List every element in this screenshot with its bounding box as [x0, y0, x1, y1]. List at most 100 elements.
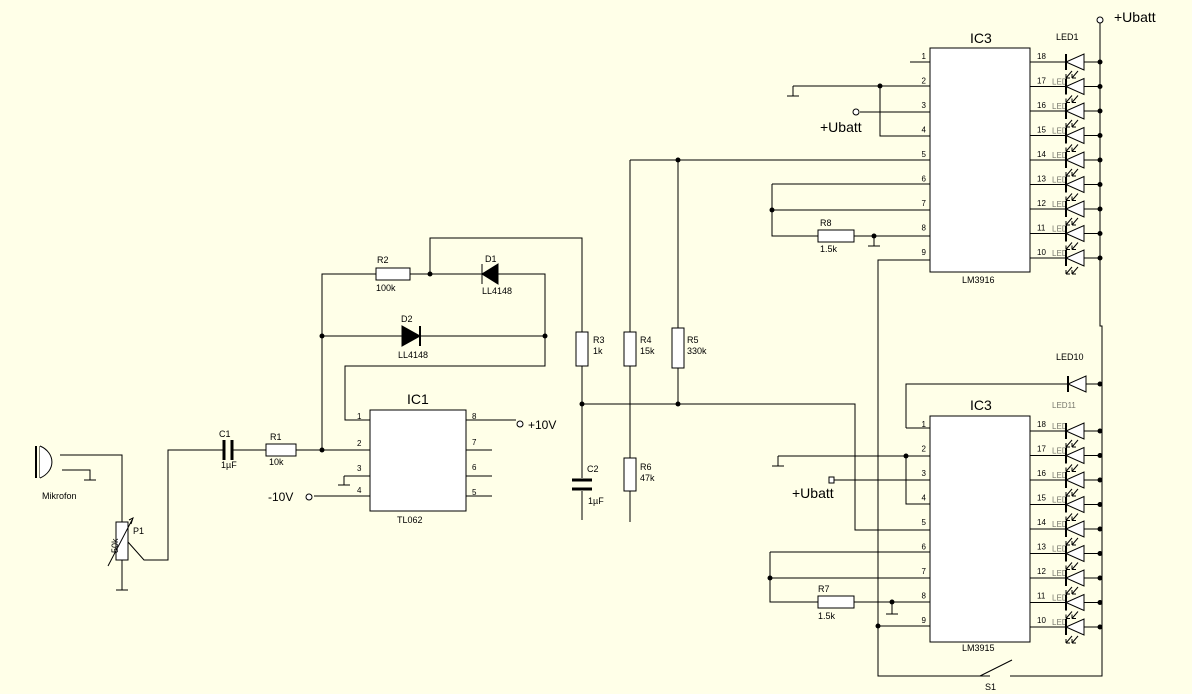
bottom-led-1: LED — [1030, 422, 1103, 448]
ic3-top-pin-2: 2 — [922, 77, 927, 86]
bottom-led-label-1: LED — [1052, 422, 1068, 431]
bottom-led-5: LED — [1030, 520, 1103, 546]
ic3-top-chip — [769, 47, 1031, 677]
r2-label: R2 — [377, 255, 389, 265]
top-led-6: LED — [1030, 176, 1103, 201]
ic3-bottom-pin-9: 9 — [922, 616, 927, 625]
c2-label: C2 — [587, 464, 599, 474]
bottom-led-label-5: LED — [1052, 520, 1068, 529]
ic3-top-type: LM3916 — [962, 275, 995, 285]
top-led-label-6: LED — [1052, 176, 1068, 185]
ic3-bottom-pin-18: 18 — [1037, 420, 1046, 429]
bottom-led-label-4: LED — [1052, 496, 1068, 505]
ic3-top-pin-8: 8 — [922, 224, 927, 233]
ic3-top-pin-14: 14 — [1037, 150, 1046, 159]
p1-value: 50k — [110, 538, 120, 553]
p1-label: P1 — [133, 526, 144, 536]
ic3-bottom-pin-17: 17 — [1037, 445, 1046, 454]
top-led-label-3: LED — [1052, 102, 1068, 111]
ic1-type: TL062 — [397, 515, 423, 525]
ic3-bottom-pin-2: 2 — [922, 445, 927, 454]
bottom-led-8: LED — [1030, 594, 1103, 619]
r3-label: R3 — [593, 335, 605, 345]
ic3-top-pin-1: 1 — [922, 52, 927, 61]
ic3-bottom-pin-6: 6 — [922, 543, 927, 552]
led11-label: LED11 — [1052, 401, 1076, 410]
bottom-led-2: LED — [1030, 447, 1103, 472]
supply-rail — [979, 16, 1104, 677]
c1-value: 1µF — [221, 460, 237, 470]
s1-label: S1 — [985, 682, 996, 692]
filter-network — [572, 157, 930, 531]
bottom-led-label-2: LED — [1052, 447, 1068, 456]
ic1-name: IC1 — [407, 391, 429, 407]
ic1-pin-8: 8 — [472, 412, 477, 421]
ic3-top-pin-3: 3 — [922, 101, 927, 110]
d1-label: D1 — [485, 254, 497, 264]
plus10v-label: +10V — [528, 418, 556, 432]
r1-label: R1 — [270, 432, 282, 442]
bottom-led-label-3: LED — [1052, 471, 1068, 480]
ic1-chip — [305, 409, 524, 512]
d2-value: LL4148 — [398, 350, 428, 360]
ic3-top-pin-6: 6 — [922, 175, 927, 184]
top-led-label-4: LED — [1052, 127, 1068, 136]
ic3-top-pin-5: 5 — [922, 150, 927, 159]
c2-value: 1µF — [588, 496, 604, 506]
ic3-top-pin-17: 17 — [1037, 77, 1046, 86]
r1-value: 10k — [269, 457, 284, 467]
top-led-8: LED — [1030, 225, 1103, 250]
ic1-pin-1: 1 — [357, 412, 362, 421]
minus10v-label: -10V — [268, 490, 293, 504]
ic3-bottom-pin-13: 13 — [1037, 543, 1046, 552]
ic3-top-pin-10: 10 — [1037, 248, 1046, 257]
ic3-top-pin-18: 18 — [1037, 52, 1046, 61]
ubatt-label-mid-bottom: +Ubatt — [792, 485, 834, 501]
led10-label: LED10 — [1056, 352, 1084, 362]
r5-value: 330k — [687, 346, 707, 356]
led10: LED11 — [1052, 375, 1103, 410]
c1-label: C1 — [219, 429, 231, 439]
top-led-2: LED — [1030, 78, 1103, 103]
ic3-top-pin-15: 15 — [1037, 126, 1046, 135]
ic1-pin-5: 5 — [472, 488, 477, 497]
r8-label: R8 — [820, 218, 832, 228]
top-led-4: LED — [1030, 127, 1103, 152]
r5-label: R5 — [687, 335, 699, 345]
r4-label: R4 — [640, 335, 652, 345]
led1-label: LED1 — [1056, 32, 1079, 42]
capacitor-c1 — [215, 440, 266, 460]
ic3-top-pin-11: 11 — [1037, 224, 1046, 233]
top-led-label-8: LED — [1052, 225, 1068, 234]
ic3-bottom-pin-4: 4 — [922, 494, 927, 503]
ic1-pin-3: 3 — [357, 464, 362, 473]
top-led-label-9: LED — [1052, 249, 1068, 258]
ic3-bottom-pin-8: 8 — [922, 592, 927, 601]
ic3-top-pin-7: 7 — [922, 199, 927, 208]
r6-value: 47k — [640, 473, 655, 483]
ic1-pin-2: 2 — [357, 439, 362, 448]
bottom-led-label-7: LED — [1052, 569, 1068, 578]
bottom-led-label-6: LED — [1052, 545, 1068, 554]
bottom-led-6: LED — [1030, 545, 1103, 570]
top-led-label-5: LED — [1052, 151, 1068, 160]
ic3-bottom-pin-14: 14 — [1037, 518, 1046, 527]
r3-value: 1k — [593, 346, 603, 356]
d1-value: LL4148 — [482, 286, 512, 296]
mikrofon-label: Mikrofon — [42, 491, 77, 501]
r4-value: 15k — [640, 346, 655, 356]
ic1-pin-4: 4 — [357, 486, 362, 495]
microphone — [35, 445, 123, 522]
feedback-network — [319, 237, 583, 450]
ic3-bottom-name: IC3 — [970, 397, 992, 413]
ic3-top-pin-4: 4 — [922, 126, 927, 135]
top-led-7: LED — [1030, 200, 1103, 226]
ic3-top-name: IC3 — [970, 30, 992, 46]
top-led-5: LED — [1030, 151, 1103, 177]
bottom-led-3: LED — [1030, 471, 1103, 497]
